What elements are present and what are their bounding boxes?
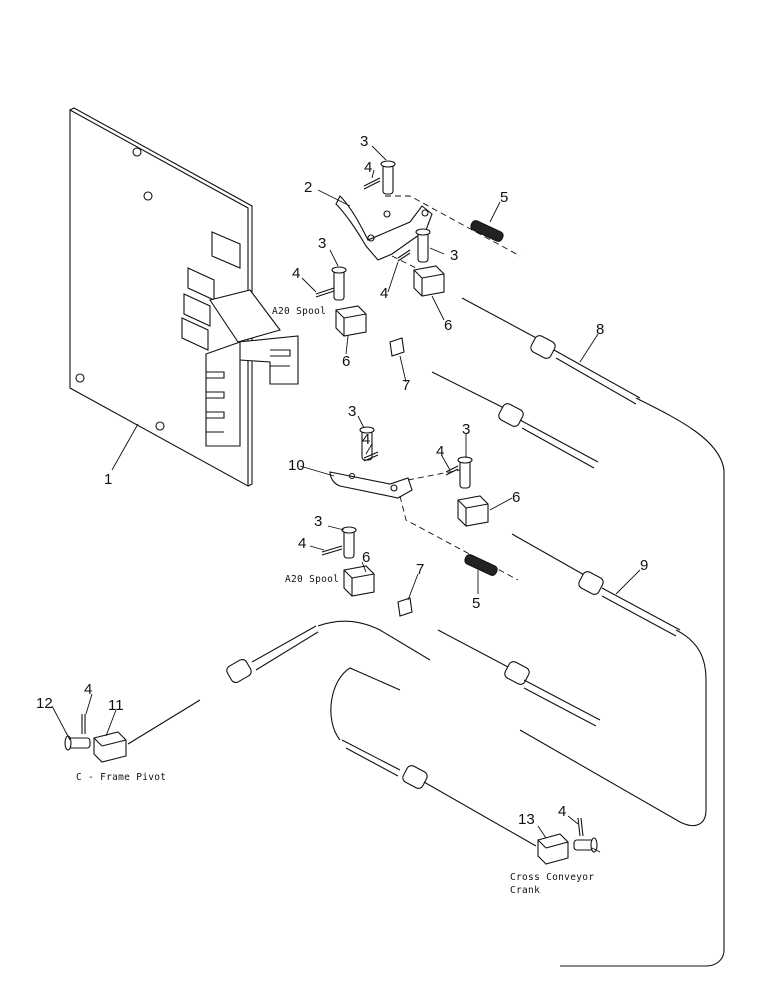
- clevis-pin-lower-lever: [359, 426, 375, 461]
- text-labels: A20 Spool A20 Spool C - Frame Pivot Cros…: [76, 306, 594, 896]
- clevis-pin-right-upper: [415, 228, 431, 263]
- callout-4: 4: [436, 443, 444, 460]
- callout-13: 13: [518, 811, 535, 828]
- cable-cross-conveyor: [330, 667, 537, 847]
- clevis-pin-right-lower: [457, 456, 473, 489]
- callout-11: 11: [108, 697, 124, 714]
- callout-3: 3: [450, 247, 458, 264]
- cable-8: [461, 297, 725, 967]
- callout-3: 3: [462, 421, 470, 438]
- label-a20-spool-upper: A20 Spool: [272, 306, 326, 317]
- callout-3: 3: [318, 235, 326, 252]
- callout-numbers: 1 2 3 3 3 3 3 3 4 4 4 4 4 4 4 4 5 5 6 6 …: [36, 133, 648, 828]
- callout-4: 4: [292, 265, 300, 282]
- callout-3: 3: [314, 513, 322, 530]
- callout-2: 2: [304, 179, 312, 196]
- clevis-blocks: [93, 265, 569, 865]
- cotter-pins: [81, 177, 584, 837]
- spring-upper: [470, 220, 504, 242]
- callout-1: 1: [104, 471, 112, 488]
- clevis-block-lower-right: [457, 495, 489, 527]
- callout-6: 6: [362, 549, 370, 566]
- callout-7: 7: [402, 377, 410, 394]
- cable-lower-mid: [437, 629, 601, 727]
- springs: [464, 220, 504, 576]
- clevis-pin-left-upper: [331, 266, 347, 301]
- cable-c-frame: [127, 620, 431, 745]
- clevis-pin-left-lower: [341, 526, 357, 559]
- callout-4: 4: [380, 285, 388, 302]
- callout-3: 3: [360, 133, 368, 150]
- mounting-plate: [69, 107, 299, 487]
- clevis-block-upper-left: [335, 305, 367, 337]
- callout-12: 12: [36, 695, 53, 712]
- label-a20-spool-lower: A20 Spool: [285, 574, 339, 585]
- callout-4: 4: [364, 159, 372, 176]
- label-cross-conveyor: Cross Conveyor: [510, 872, 594, 883]
- callout-6: 6: [342, 353, 350, 370]
- spring-lower: [464, 554, 498, 576]
- control-cables: [127, 297, 725, 967]
- callout-6: 6: [444, 317, 452, 334]
- clip-upper: [389, 337, 405, 357]
- callout-4: 4: [298, 535, 306, 552]
- clevis-pins: [64, 160, 598, 853]
- callout-6: 6: [512, 489, 520, 506]
- callout-9: 9: [640, 557, 648, 574]
- clips: [389, 337, 413, 617]
- label-crank: Crank: [510, 885, 540, 896]
- callout-7: 7: [416, 561, 424, 578]
- callout-5: 5: [500, 189, 508, 206]
- callout-4: 4: [558, 803, 566, 820]
- clevis-cross-conveyor: [537, 833, 569, 865]
- clevis-pin-c-frame: [64, 735, 91, 751]
- callout-5: 5: [472, 595, 480, 612]
- clevis-pin-cross-conveyor: [573, 837, 598, 853]
- leader-lines: [51, 145, 641, 853]
- clevis-block-upper-right: [413, 265, 445, 297]
- callout-4: 4: [362, 431, 370, 448]
- callout-4: 4: [84, 681, 92, 698]
- callout-3: 3: [348, 403, 356, 420]
- callout-10: 10: [288, 457, 305, 474]
- clevis-block-lower-left: [343, 565, 375, 597]
- callout-8: 8: [596, 321, 604, 338]
- cable-8b: [431, 371, 599, 469]
- clevis-c-frame-pivot: [93, 731, 127, 763]
- label-c-frame-pivot: C - Frame Pivot: [76, 772, 166, 783]
- clip-lower: [397, 597, 413, 617]
- clevis-pin-upper-lever: [380, 160, 396, 195]
- cable-9: [511, 533, 707, 827]
